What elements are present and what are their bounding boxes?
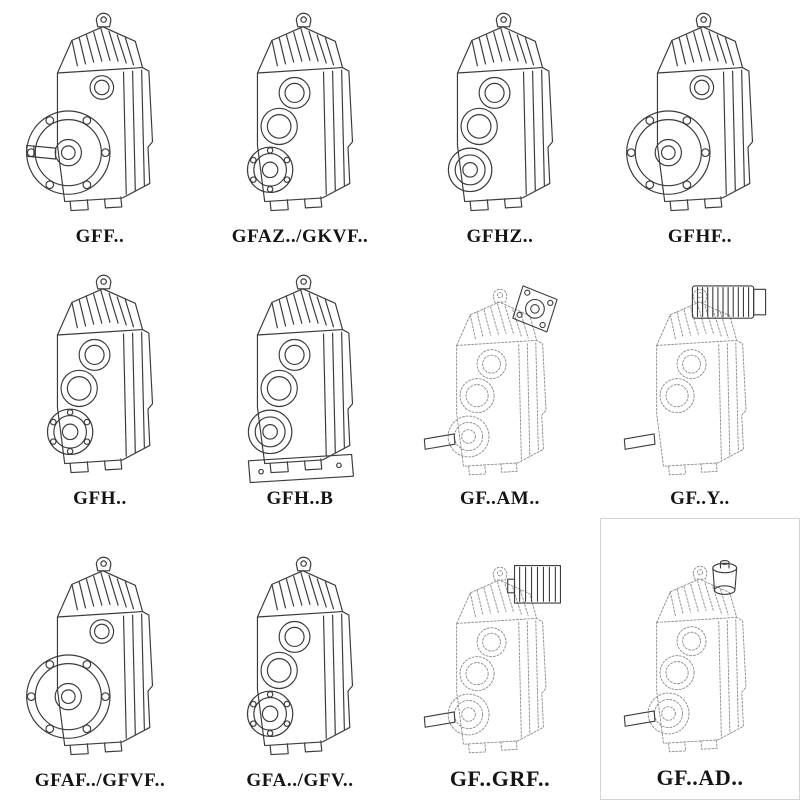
gearbox-drawing-shaft-mounted-base <box>247 274 354 483</box>
item-label: GFAF../GFVF.. <box>34 770 166 791</box>
housing-outline <box>256 12 354 211</box>
housing-outline <box>456 12 554 211</box>
gearbox-drawing-grf-adapter <box>423 564 562 754</box>
item-label: GFF.. <box>75 226 125 247</box>
item-label: GFHZ.. <box>466 226 534 247</box>
gearbox-drawing-hollow <box>246 556 354 755</box>
item-label: GFH..B <box>266 488 334 509</box>
output-flange <box>26 654 111 739</box>
gear-bores <box>260 620 311 689</box>
output-ring <box>246 690 294 737</box>
catalog-item-gfa-gfv: GFA../GFV.. <box>200 518 400 800</box>
housing-outline <box>656 12 754 211</box>
housing-outline <box>56 274 154 473</box>
gear-bores <box>460 76 511 145</box>
output-ring <box>247 409 293 454</box>
input-shaft-adapter <box>712 559 738 595</box>
catalog-item-gfaf-gfvf: GFAF../GFVF.. <box>0 518 200 800</box>
gearbox-drawing-flange-shaft <box>26 12 154 211</box>
output-shaft <box>423 433 456 450</box>
catalog-item-gf-grf: GF..GRF.. <box>400 518 600 800</box>
output-shaft <box>423 711 456 728</box>
item-label: GFHF.. <box>667 226 733 247</box>
item-label: GF..Y.. <box>670 488 730 509</box>
catalog-item-gfhf: GFHF.. <box>600 0 800 256</box>
item-label: GF..AM.. <box>459 488 541 509</box>
output-ring <box>447 147 493 192</box>
gear-bores <box>260 338 311 407</box>
gearbox-drawing-motor-mounted <box>623 285 767 476</box>
gear-bores <box>260 76 311 145</box>
input-bore <box>89 74 115 100</box>
gearbox-drawing-flange-hollow <box>626 12 754 211</box>
housing-outline <box>56 556 154 755</box>
housing-outline <box>256 274 354 473</box>
catalog-item-gff: GFF.. <box>0 0 200 256</box>
gearbox-drawing-hollow <box>246 12 354 211</box>
input-bore <box>689 74 715 100</box>
catalog-item-gf-ad: GF..AD.. <box>600 518 800 800</box>
output-shaft <box>623 433 656 450</box>
gear-bores <box>659 348 707 413</box>
item-label: GFAZ../GKVF.. <box>231 226 369 247</box>
housing-outline <box>456 566 547 754</box>
gear-bores <box>60 338 111 407</box>
gear-bores <box>459 626 507 691</box>
output-flange <box>626 110 711 195</box>
output-ring <box>246 146 294 193</box>
housing-outline <box>656 288 747 476</box>
catalog-item-gfh-b: GFH..B <box>200 256 400 518</box>
catalog-item-gfh: GFH.. <box>0 256 200 518</box>
iec-adapter-flange <box>512 285 558 333</box>
item-label: GF..GRF.. <box>449 766 551 791</box>
item-label: GFH.. <box>73 488 127 509</box>
output-shaft <box>623 710 656 727</box>
gearbox-drawing-flange-mounted <box>26 556 154 755</box>
housing-outline <box>56 12 154 211</box>
gear-bores <box>459 348 507 413</box>
catalog-item-gfhz: GFHZ.. <box>400 0 600 256</box>
output-shaft <box>26 144 57 160</box>
gearbox-drawing-shaft-mounted <box>46 274 154 473</box>
item-label: GF..AD.. <box>656 765 744 790</box>
output-flange <box>26 110 111 195</box>
gearbox-drawing-iec-adapter <box>423 285 558 476</box>
housing-outline <box>656 565 747 753</box>
output-ring <box>46 408 94 455</box>
grf-adapter-block <box>507 564 562 604</box>
catalog-item-gf-y: GF..Y.. <box>600 256 800 518</box>
gear-bores <box>659 625 707 690</box>
gearbox-drawing-shrink-disc <box>447 12 554 211</box>
input-bore <box>89 618 115 644</box>
housing-outline <box>456 288 547 476</box>
item-label: GFA../GFV.. <box>246 770 354 791</box>
catalog-item-gfaz-gkvf: GFAZ../GKVF.. <box>200 0 400 256</box>
gearbox-drawing-input-adapter <box>623 559 747 753</box>
catalog-item-gf-am: GF..AM.. <box>400 256 600 518</box>
housing-outline <box>256 556 354 755</box>
